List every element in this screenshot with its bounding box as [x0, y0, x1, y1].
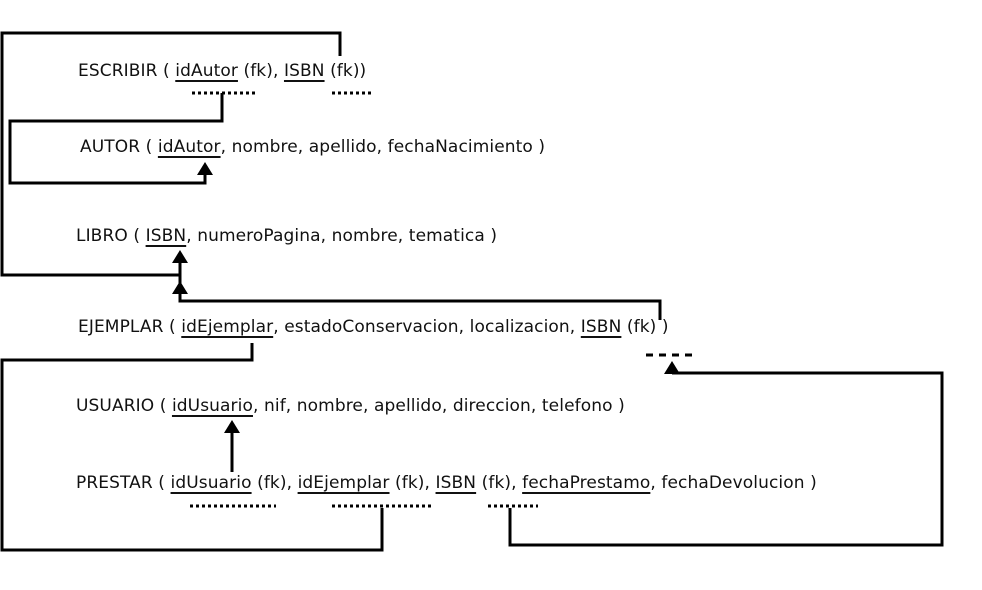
- relation-text: (fk)): [324, 61, 367, 81]
- relation-text: AUTOR (: [80, 137, 158, 157]
- connector-prestar-isbn-to-ejemplar: [508, 371, 944, 547]
- key-attribute: ISBN: [145, 226, 187, 246]
- relation-text: , nombre, apellido, fechaNacimiento ): [220, 137, 546, 157]
- relation-text: , nif, nombre, apellido, direccion, tele…: [252, 396, 625, 416]
- arrow-prestar-isbn: [664, 361, 680, 374]
- relation-text: EJEMPLAR (: [78, 317, 182, 337]
- relation-ejemplar: EJEMPLAR ( idEjemplar, estadoConservacio…: [78, 316, 669, 338]
- relation-text: USUARIO (: [76, 396, 172, 416]
- relation-autor: AUTOR ( idAutor, nombre, apellido, fecha…: [80, 136, 545, 158]
- relation-text: , numeroPagina, nombre, tematica ): [186, 226, 498, 246]
- key-attribute: idAutor: [175, 61, 238, 81]
- relation-prestar: PRESTAR ( idUsuario (fk), idEjemplar (fk…: [76, 472, 817, 494]
- relation-text: (fk),: [237, 61, 284, 81]
- relation-text: (fk),: [251, 473, 298, 493]
- arrow-idusuario: [224, 420, 240, 433]
- key-attribute: idEjemplar: [297, 473, 390, 493]
- relation-text: (fk),: [389, 473, 436, 493]
- connector-prestar-idejemplar-to-ejemplar: [0, 343, 384, 552]
- connector-escribir-idautor-to-autor: [8, 93, 224, 185]
- key-attribute: idUsuario: [171, 396, 253, 416]
- key-attribute: idAutor: [157, 137, 221, 157]
- arrow-idautor: [197, 162, 213, 175]
- key-attribute: idUsuario: [170, 473, 252, 493]
- relation-escribir: ESCRIBIR ( idAutor (fk), ISBN (fk)): [78, 60, 366, 82]
- relation-libro: LIBRO ( ISBN, numeroPagina, nombre, tema…: [76, 225, 497, 247]
- key-attribute: ISBN: [283, 61, 325, 81]
- relation-text: , fechaDevolucion ): [650, 473, 817, 493]
- key-attribute: ISBN: [580, 317, 622, 337]
- relation-text: (fk) ): [621, 317, 669, 337]
- connector-ejemplar-isbn-to-libro: [178, 262, 662, 320]
- relation-text: ESCRIBIR (: [78, 61, 176, 81]
- key-attribute: idEjemplar: [181, 317, 274, 337]
- key-attribute: ISBN: [435, 473, 477, 493]
- relation-usuario: USUARIO ( idUsuario, nif, nombre, apelli…: [76, 395, 625, 417]
- relation-text: LIBRO (: [76, 226, 146, 246]
- arrow-ejemplar-isbn: [172, 250, 188, 263]
- relation-text: (fk),: [476, 473, 523, 493]
- relation-text: , estadoConservacion, localizacion,: [273, 317, 581, 337]
- relation-text: PRESTAR (: [76, 473, 171, 493]
- key-attribute: fechaPrestamo: [522, 473, 651, 493]
